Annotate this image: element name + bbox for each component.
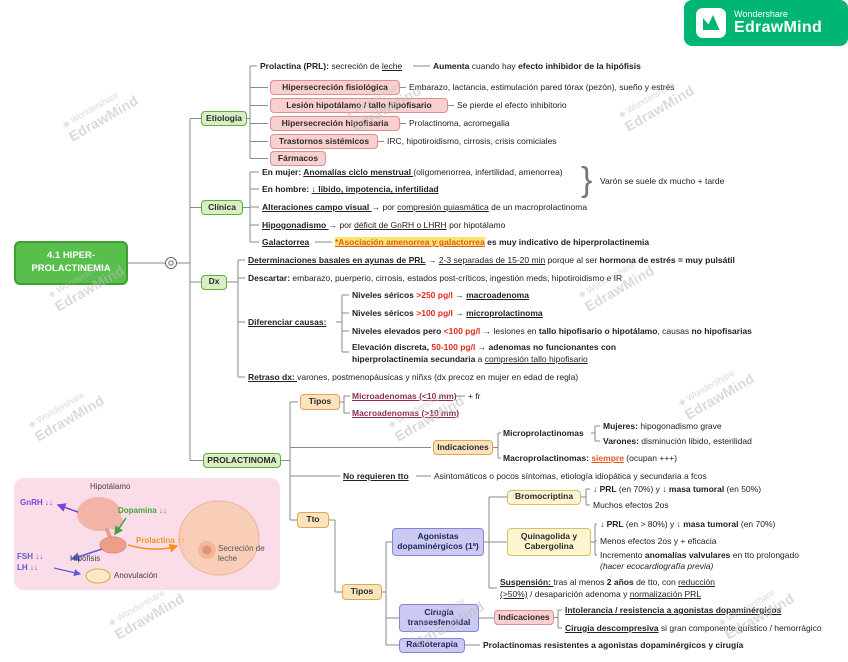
node-varon-dx-tarde[interactable]: Varón se suele dx mucho + tarde — [600, 176, 725, 186]
edrawmind-logo-badge: Wondershare EdrawMind — [684, 0, 848, 46]
node-quina-valvulares[interactable]: Incremento anomalías valvulares en tto p… — [600, 550, 799, 560]
branch-clinica[interactable]: Clínica — [201, 200, 243, 215]
label-fsh: FSH ↓↓ — [17, 552, 44, 561]
node-asociacion-amenorrea-galactorrea[interactable]: *Asociación amenorrea y galactorrea es m… — [335, 237, 650, 247]
node-hipofisaria-desc[interactable]: Prolactinoma, acromegalia — [409, 118, 510, 128]
prolactina-arrow — [127, 543, 179, 553]
node-diferenciar-causas[interactable]: Diferenciar causas: — [248, 317, 327, 327]
root-topic[interactable]: 4.1 HIPER-PROLACTINEMIA — [14, 241, 128, 285]
node-hipogonadismo[interactable]: Hipogonadismo → por déficit de GnRH o LH… — [262, 220, 506, 230]
node-descartar[interactable]: Descartar: embarazo, puerperio, cirrosis… — [248, 273, 623, 283]
node-micro-varones[interactable]: Varones: disminución libido, esterilidad — [603, 436, 752, 446]
logo-company: Wondershare — [734, 9, 788, 19]
node-macroadenomas[interactable]: Macroadenomas (>10 mm) — [352, 408, 459, 418]
node-tto-tipos[interactable]: Tipos — [342, 584, 382, 600]
dopamina-arrow — [114, 517, 127, 536]
node-farmacos[interactable]: Fármacos — [270, 151, 326, 166]
hormone-diagram: Hipotálamo GnRH ↓↓ Dopamina ↓↓ Hipófisis… — [14, 478, 280, 590]
node-intolerancia-resistencia[interactable]: Intolerancia / resistencia a agonistas d… — [565, 605, 782, 615]
node-bromo-efectos[interactable]: Muchos efectos 2os — [593, 500, 669, 510]
node-sistemicos-desc[interactable]: IRC, hipotiroidismo, cirrosis, crisis co… — [387, 136, 557, 146]
node-niveles-100[interactable]: Niveles séricos >100 pg/l → microprolact… — [352, 308, 543, 318]
node-tipos[interactable]: Tipos — [300, 394, 340, 410]
node-trastornos-sistemicos[interactable]: Trastornos sistémicos — [270, 134, 378, 149]
node-fisiologica-desc[interactable]: Embarazo, lactancia, estimulación pared … — [409, 82, 675, 92]
node-indicaciones-cirugia[interactable]: Indicaciones — [494, 610, 554, 625]
label-prolactina: Prolactina ↑↑ — [136, 536, 185, 545]
node-mas-frecuente[interactable]: + fr — [468, 391, 481, 401]
node-macroprolactinomas[interactable]: Macroprolactinomas: siempre (ocupan +++) — [503, 453, 678, 463]
node-lesion-hipotalamo[interactable]: Lesión hipotálamo / tallo hipofisario — [270, 98, 448, 113]
node-hipersecrecion-fisiologica[interactable]: Hipersecreción fisiológica — [270, 80, 400, 95]
hormone-diagram-art — [53, 497, 260, 584]
node-no-requieren-tto-desc[interactable]: Asintomáticos o pocos síntomas, etiologí… — [434, 471, 707, 481]
node-galactorrea[interactable]: Galactorrea — [262, 237, 310, 247]
node-alteraciones-campo-visual[interactable]: Alteraciones campo visual → por compresi… — [262, 202, 588, 212]
node-prl-aumenta[interactable]: Aumenta cuando hay efecto inhibidor de l… — [433, 61, 641, 71]
node-prl-definition[interactable]: Prolactina (PRL): secreción de leche — [260, 61, 403, 71]
label-anovulacion: Anovulación — [114, 571, 158, 580]
node-retraso-dx[interactable]: Retraso dx: varones, postmenopáusicas y … — [248, 372, 579, 382]
node-microprolactinomas[interactable]: Microprolactinomas — [503, 428, 584, 438]
node-hipersecrecion-hipofisaria[interactable]: Hipersecreción hipofisaria — [270, 116, 400, 131]
node-tto[interactable]: Tto — [297, 512, 329, 528]
node-quina-prl[interactable]: ↓ PRL (en > 80%) y ↓ masa tumoral (en 70… — [600, 519, 776, 529]
node-quinagolida-cabergolina[interactable]: Quinagolida y Cabergolina — [507, 528, 591, 556]
node-radioterapia[interactable]: Radioterapia — [399, 637, 465, 653]
label-hipofisis: Hipófisis — [70, 554, 101, 563]
label-gnrh: GnRH ↓↓ — [20, 498, 53, 507]
node-determinaciones-basales[interactable]: Determinaciones basales en ayunas de PRL… — [248, 255, 735, 265]
fsh-lh-arrow — [70, 548, 103, 561]
edrawmind-logo-icon — [696, 8, 726, 38]
node-quina-ecocardiografia[interactable]: (hacer ecocardiografía previa) — [600, 561, 714, 571]
node-lesion-desc[interactable]: Se pierde el efecto inhibitorio — [457, 100, 567, 110]
brace-glyph: } — [581, 161, 593, 199]
node-agonistas-dopaminergicos[interactable]: Agonistas dopaminérgicos (1ª) — [392, 528, 484, 556]
branch-dx[interactable]: Dx — [201, 274, 227, 290]
node-indicaciones-tto[interactable]: Indicaciones — [433, 440, 493, 455]
node-clinica-mujer[interactable]: En mujer: Anomalías ciclo menstrual (oli… — [262, 167, 563, 177]
node-radioterapia-desc[interactable]: Prolactinomas resistentes a agonistas do… — [483, 640, 744, 650]
node-no-requieren-tto[interactable]: No requieren tto — [343, 471, 409, 481]
node-bromo-prl[interactable]: ↓ PRL (en 70%) y ↓ masa tumoral (en 50%) — [593, 484, 762, 494]
node-elevacion-discreta[interactable]: Elevación discreta, 50-100 pg/l → adenom… — [352, 342, 617, 364]
node-cirugia-transesfenoidal[interactable]: Cirugía transesfenoidal — [399, 604, 479, 632]
node-niveles-elevados[interactable]: Niveles elevados pero <100 pg/l → lesion… — [352, 326, 752, 336]
label-dopamina: Dopamina ↓↓ — [118, 506, 167, 515]
pituitary-shape — [99, 536, 127, 554]
label-lh: LH ↓↓ — [17, 563, 38, 572]
branch-etiologia[interactable]: Etiología — [201, 111, 247, 126]
label-hipotalamo: Hipotálamo — [90, 482, 131, 491]
node-microadenomas[interactable]: Microadenomas (<10 mm) — [352, 391, 457, 401]
node-micro-mujeres[interactable]: Mujeres: hipogonadismo grave — [603, 421, 722, 431]
anovulation-oval — [85, 568, 111, 584]
node-clinica-hombre[interactable]: En hombre: ↓ libido, impotencia, inferti… — [262, 184, 439, 194]
node-niveles-250[interactable]: Niveles séricos >250 pg/l → macroadenoma — [352, 290, 529, 300]
breast-illustration — [178, 500, 260, 576]
node-suspension[interactable]: Suspensión: tras al menos 2 años de tto,… — [500, 577, 715, 599]
collapse-handle-icon[interactable] — [165, 257, 177, 269]
label-secrecion-leche: Secreción de leche — [218, 544, 265, 563]
branch-prolactinoma[interactable]: PROLACTINOMA — [203, 453, 281, 468]
node-bromocriptina[interactable]: Bromocriptina — [507, 489, 581, 505]
gnrh-arrow — [56, 503, 79, 513]
node-quina-efectos[interactable]: Menos efectos 2os y + eficacia — [600, 536, 717, 546]
logo-product: EdrawMind — [734, 19, 823, 36]
node-cirugia-descompresiva[interactable]: Cirugía descompresiva si gran componente… — [565, 623, 822, 633]
